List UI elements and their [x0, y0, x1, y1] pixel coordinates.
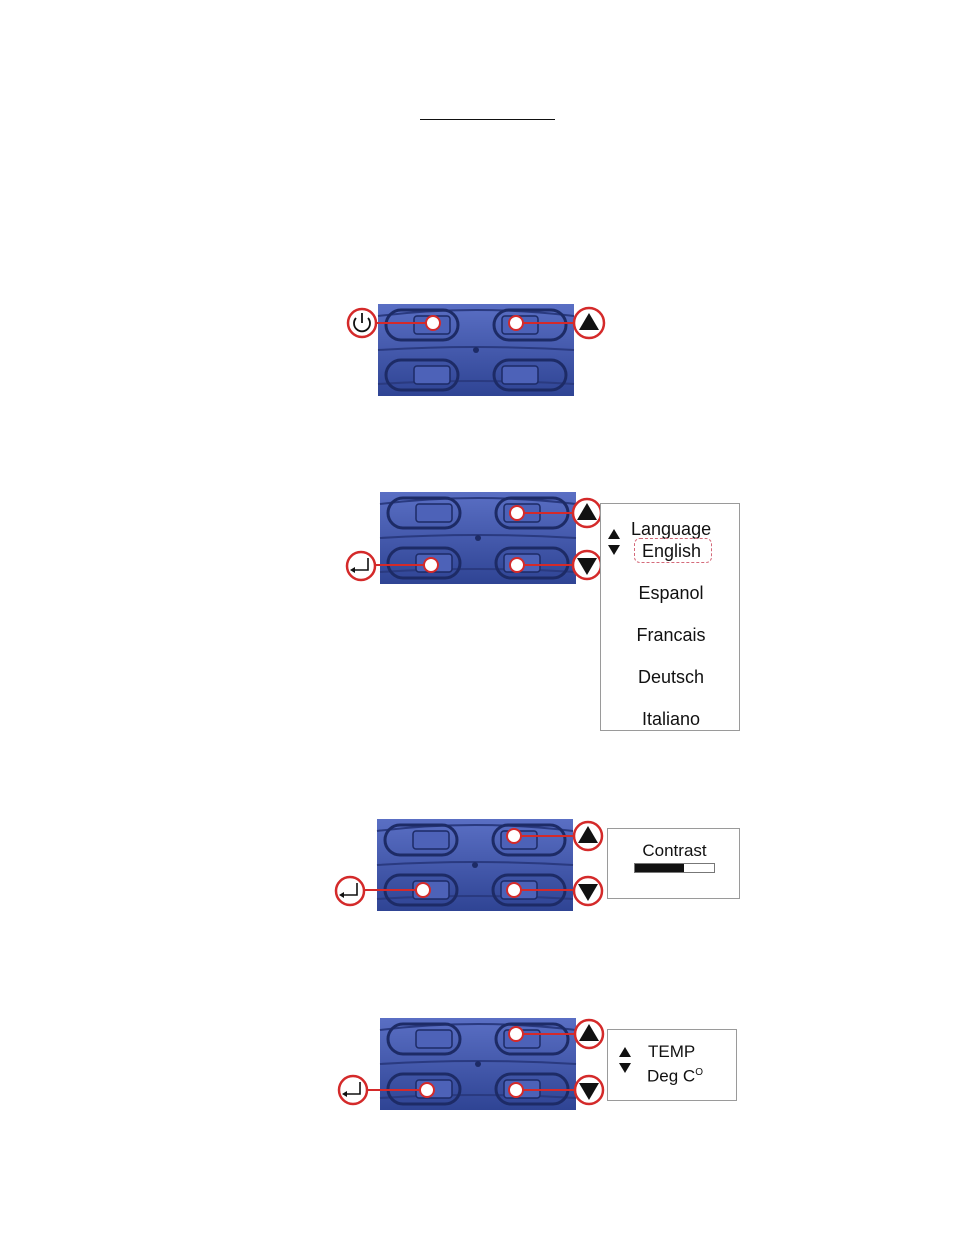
keypad-drawing — [377, 304, 575, 396]
language-option-selected[interactable]: English — [642, 541, 702, 561]
title-underline — [420, 119, 555, 120]
contrast-bar-fill — [635, 864, 684, 872]
enter-icon — [345, 550, 377, 582]
enter-icon — [337, 1074, 369, 1106]
up-arrow-icon — [608, 529, 620, 539]
contrast-bar[interactable] — [634, 863, 715, 873]
degree-mark: O — [695, 1067, 703, 1078]
down-arrow-icon — [619, 1063, 631, 1073]
temperature-panel: TEMP Deg CO — [607, 1029, 737, 1101]
up-arrow-icon — [573, 1018, 605, 1050]
down-arrow-icon — [572, 875, 604, 907]
down-arrow-icon — [573, 1074, 605, 1106]
up-arrow-icon — [619, 1047, 631, 1057]
language-heading: Language — [631, 519, 712, 539]
callouts-4 — [337, 1018, 605, 1106]
power-icon — [346, 307, 378, 339]
down-arrow-icon — [571, 549, 603, 581]
contrast-label: Contrast — [642, 841, 707, 860]
callouts-2 — [345, 497, 603, 582]
language-option[interactable]: Italiano — [641, 709, 701, 729]
contrast-panel: Contrast — [607, 828, 740, 899]
keypad-power-up — [377, 304, 575, 396]
temp-unit-value[interactable]: Deg CO — [647, 1063, 703, 1087]
callouts-3 — [334, 820, 604, 907]
language-menu-panel: Language English Espanol Francais Deutsc… — [600, 503, 740, 731]
language-option[interactable]: Espanol — [638, 583, 704, 603]
language-option[interactable]: Francais — [636, 625, 706, 645]
up-arrow-icon — [572, 306, 606, 340]
temp-heading: TEMP — [648, 1042, 696, 1061]
selection-highlight — [634, 538, 712, 563]
enter-icon — [334, 875, 366, 907]
up-arrow-icon — [572, 820, 604, 852]
temp-unit-text: Deg C — [647, 1066, 696, 1086]
down-arrow-icon — [608, 545, 620, 555]
callouts-1 — [346, 306, 606, 340]
language-option[interactable]: Deutsch — [637, 667, 705, 687]
up-arrow-icon — [571, 497, 603, 529]
